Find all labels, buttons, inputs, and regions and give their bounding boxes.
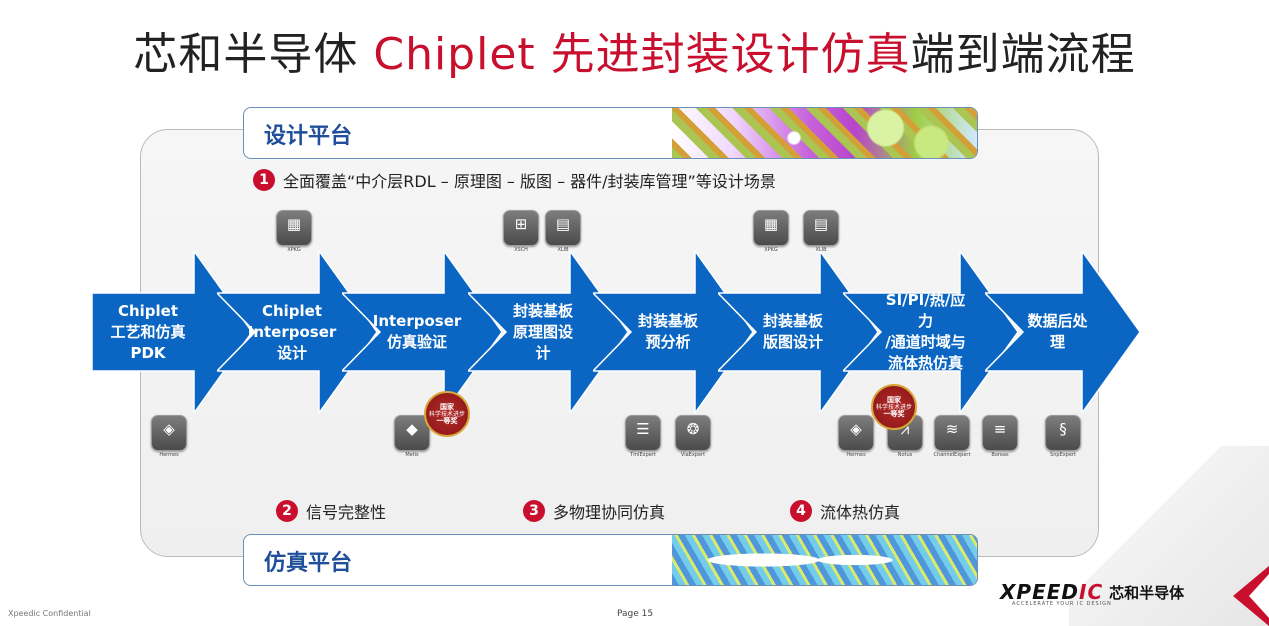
page-title: 芯和半导体 Chiplet 先进封装设计仿真端到端流程 [0, 18, 1269, 82]
design-platform-bar: 设计平台 [243, 107, 978, 159]
metis-icon[interactable]: ◆Metis [394, 415, 430, 458]
channelexpert-icon[interactable]: ≋ChannelExpert [934, 415, 970, 458]
design-platform-image [672, 108, 977, 158]
note-number: 1 [253, 169, 275, 191]
tool-caption: Hermes [846, 452, 866, 458]
note-text: 多物理协同仿真 [553, 503, 666, 522]
process-step-8: 数据后处理 [985, 251, 1140, 413]
logo-chinese: 芯和半导体 [1109, 583, 1185, 602]
note-1: 1 全面覆盖“中介层RDL – 原理图 – 版图 – 器件/封装库管理”等设计场… [253, 168, 776, 192]
xpkg-icon[interactable]: ▦XPKG [276, 210, 312, 253]
title-suffix: 端到端流程 [910, 29, 1136, 80]
logo-brand-b: IC [1079, 580, 1104, 604]
badge-line: 国家 [440, 402, 454, 411]
step-arrow-shape [217, 251, 377, 413]
process-step-7: SI/PI/热/应力 /通道时域与 流体热仿真 [843, 251, 1018, 413]
xsch-icon[interactable]: ⊞XSCH [503, 210, 539, 253]
step-arrow-shape [468, 251, 628, 413]
xpkg-icon[interactable]: ▦XPKG [753, 210, 789, 253]
step-arrow-shape [593, 251, 753, 413]
process-step-6: 封装基板 版图设计 [718, 251, 878, 413]
tool-caption: Metis [405, 452, 419, 458]
logo-tagline: ACCELERATE YOUR IC DESIGN [1012, 601, 1112, 607]
logo-brand-a: XPEED [1000, 580, 1080, 604]
page-number: Page 15 [617, 609, 654, 619]
xlib-icon[interactable]: ▤XLIB [545, 210, 581, 253]
viaexpert-icon[interactable]: ❂ViaExpert [675, 415, 711, 458]
step-arrow-shape [718, 251, 878, 413]
step-label: Chiplet 工艺和仿真 PDK [110, 301, 186, 362]
note-4: 4 流体热仿真 [790, 499, 900, 523]
note-number: 3 [523, 500, 545, 522]
badge-line: 一等奖 [883, 409, 905, 418]
title-highlight: Chiplet 先进封装设计仿真 [373, 29, 911, 80]
badge-line: 一等奖 [436, 416, 458, 425]
tool-caption: SnpExpert [1050, 452, 1076, 458]
step-arrow-shape [342, 251, 502, 413]
tool-caption: XLIB [557, 247, 569, 253]
snpexpert-icon[interactable]: §SnpExpert [1045, 415, 1081, 458]
tool-caption: XPKG [764, 247, 778, 253]
process-step-5: 封装基板 预分析 [593, 251, 753, 413]
tool-caption: XSCH [514, 247, 528, 253]
step-arrow-shape [985, 251, 1140, 413]
note-text: 信号完整性 [306, 503, 387, 522]
xlib-icon[interactable]: ▤XLIB [803, 210, 839, 253]
footer-confidential: Xpeedic Confidential [8, 609, 91, 618]
step-label: 数据后处理 [1027, 312, 1088, 351]
process-step-4: 封装基板 原理图设计 [468, 251, 628, 413]
design-platform-label: 设计平台 [264, 124, 353, 149]
step-arrow-shape [843, 251, 1018, 413]
title-prefix: 芯和半导体 [133, 29, 374, 80]
award-badge: 国家 科学技术进步 一等奖 [871, 384, 917, 430]
hermes-icon[interactable]: ◈Hermes [151, 415, 187, 458]
corner-accent-inner [1249, 574, 1269, 618]
hermes-icon[interactable]: ◈Hermes [838, 415, 874, 458]
tool-caption: Hermes [159, 452, 179, 458]
tool-caption: XPKG [287, 247, 301, 253]
note-3: 3 多物理协同仿真 [523, 499, 665, 523]
tool-caption: Notus [897, 452, 913, 458]
tool-caption: Boreas [991, 452, 1009, 458]
step-label: 封装基板 版图设计 [762, 312, 823, 351]
note-2: 2 信号完整性 [276, 499, 386, 523]
step-label: SI/PI/热/应力 /通道时域与 流体热仿真 [885, 291, 966, 372]
boreas-icon[interactable]: ≡Boreas [982, 415, 1018, 458]
company-logo: XPEEDIC 芯和半导体 [1000, 580, 1184, 604]
award-badge: 国家 科学技术进步 一等奖 [424, 391, 470, 437]
sim-platform-image [672, 535, 977, 585]
note-number: 2 [276, 500, 298, 522]
logo-wordmark: XPEEDIC [1000, 580, 1103, 604]
sim-platform-label: 仿真平台 [264, 551, 353, 576]
badge-line: 科学技术进步 [428, 410, 465, 418]
note-text: 流体热仿真 [820, 503, 901, 522]
step-label: 封装基板 预分析 [637, 312, 698, 351]
note-text: 全面覆盖“中介层RDL – 原理图 – 版图 – 器件/封装库管理”等设计场景 [283, 172, 776, 191]
step-label: Chiplet Interposer 设计 [247, 301, 337, 362]
process-step-2: Chiplet Interposer 设计 [217, 251, 377, 413]
process-step-1: Chiplet 工艺和仿真 PDK [92, 251, 252, 413]
process-step-3: Interposer 仿真验证 [342, 251, 502, 413]
badge-line: 科学技术进步 [875, 403, 912, 411]
badge-line: 国家 [887, 395, 901, 404]
tmlexpert-icon[interactable]: ☰TmlExpert [625, 415, 661, 458]
tool-caption: ChannelExpert [933, 452, 971, 458]
tool-caption: ViaExpert [680, 452, 706, 458]
tool-caption: XLIB [815, 247, 827, 253]
step-arrow-shape [92, 251, 252, 413]
sim-platform-bar: 仿真平台 [243, 534, 978, 586]
step-label: 封装基板 原理图设计 [512, 301, 573, 362]
step-label: Interposer 仿真验证 [372, 312, 462, 351]
note-number: 4 [790, 500, 812, 522]
tool-caption: TmlExpert [630, 452, 656, 458]
